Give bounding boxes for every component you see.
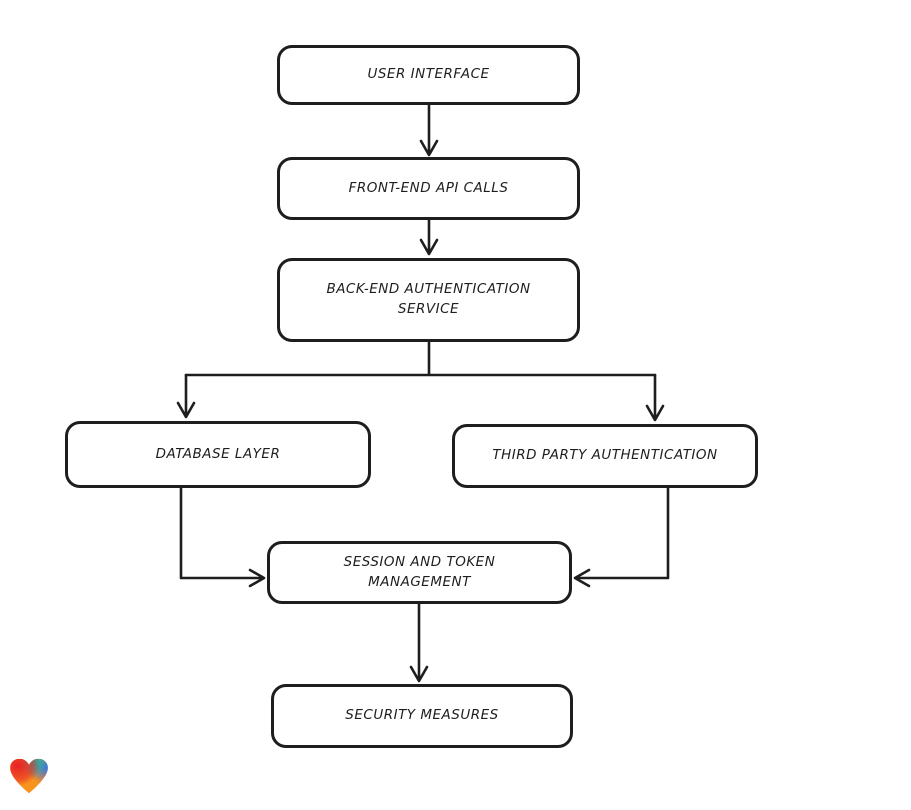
- node-database-layer[interactable]: DATABASE LAYER: [65, 421, 371, 488]
- node-frontend-api-calls[interactable]: FRONT-END API CALLS: [277, 157, 580, 220]
- node-backend-auth-service[interactable]: BACK-END AUTHENTICATION SERVICE: [277, 258, 580, 342]
- edge-backend-to-database: [176, 373, 196, 419]
- node-security-measures-label: SECURITY MEASURES: [345, 707, 499, 724]
- heart-icon: [10, 758, 48, 794]
- node-session-token-management-label: SESSION AND TOKEN MANAGEMENT: [343, 553, 496, 590]
- edge-database-to-session: [179, 486, 266, 588]
- edge-user-to-api: [419, 103, 439, 157]
- edge-session-to-security: [409, 602, 429, 683]
- node-frontend-api-calls-label: FRONT-END API CALLS: [348, 179, 509, 196]
- node-session-token-management[interactable]: SESSION AND TOKEN MANAGEMENT: [267, 541, 572, 604]
- node-security-measures[interactable]: SECURITY MEASURES: [271, 684, 573, 748]
- edge-backend-branch-stem: [184, 340, 657, 377]
- edge-api-to-backend: [419, 218, 439, 256]
- node-user-interface[interactable]: USER INTERFACE: [277, 45, 580, 105]
- node-backend-auth-service-label: BACK-END AUTHENTICATION SERVICE: [326, 281, 531, 317]
- edge-backend-to-thirdparty: [645, 373, 665, 422]
- node-third-party-auth[interactable]: THIRD PARTY AUTHENTICATION: [452, 424, 758, 488]
- heart-logo[interactable]: [9, 757, 49, 795]
- node-database-layer-label: DATABASE LAYER: [155, 445, 281, 462]
- edge-thirdparty-to-session: [573, 486, 670, 588]
- node-user-interface-label: USER INTERFACE: [367, 66, 490, 83]
- node-third-party-auth-label: THIRD PARTY AUTHENTICATION: [492, 447, 718, 464]
